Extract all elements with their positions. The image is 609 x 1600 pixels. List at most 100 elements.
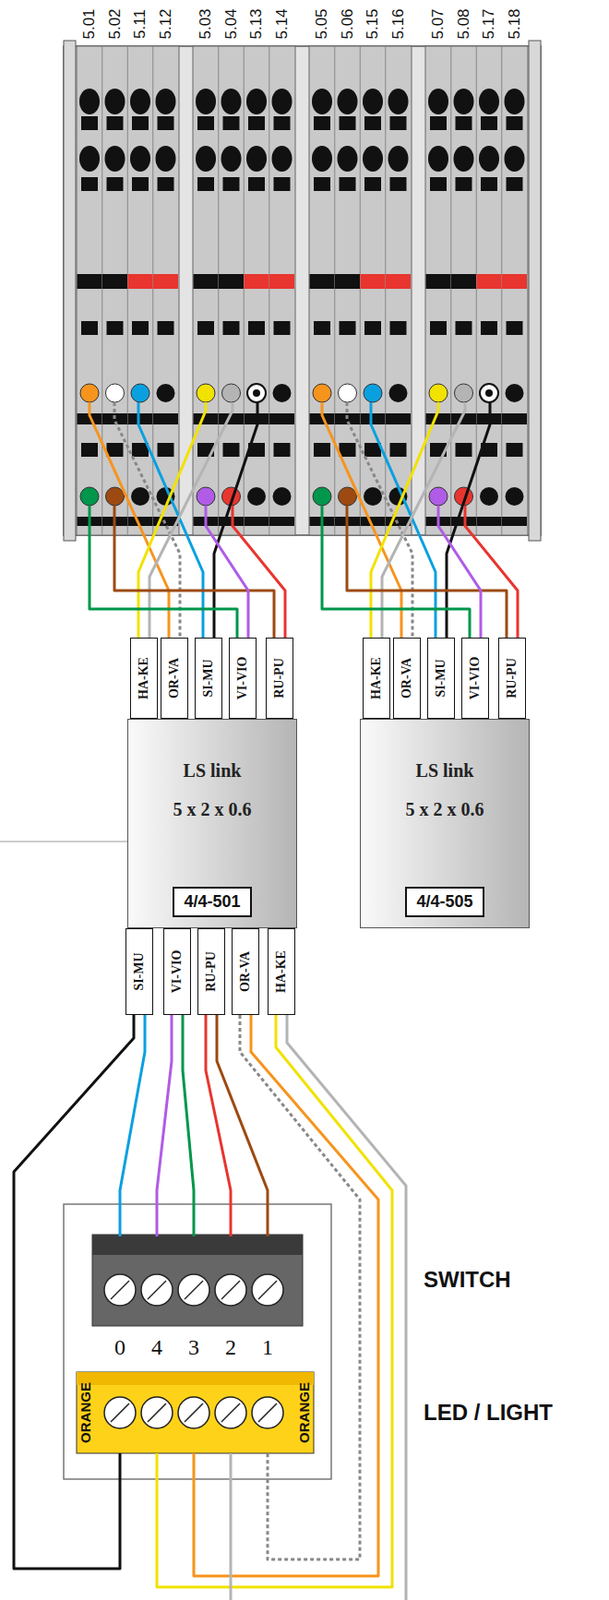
terminal-slot xyxy=(157,442,175,457)
terminal-hole xyxy=(195,145,216,172)
terminal-hole xyxy=(428,145,449,172)
wire-ferrule xyxy=(80,383,99,403)
terminal-number: 0 xyxy=(114,1335,126,1360)
terminal-number: 5.02 xyxy=(106,8,124,39)
wire-pair-code: VI-VIO xyxy=(235,656,251,701)
terminal-screw xyxy=(141,1397,173,1429)
terminal-slot xyxy=(274,177,291,192)
wire-tag: SI-MU xyxy=(125,928,154,1015)
terminal-number: 5.16 xyxy=(389,8,407,39)
wire-ferrule xyxy=(222,383,241,403)
terminal-slot xyxy=(390,321,407,335)
terminal-hole xyxy=(155,145,177,172)
screw-slot xyxy=(110,1280,130,1300)
cable-reference: 4/4-505 xyxy=(416,892,473,911)
wire xyxy=(346,402,413,638)
terminal-hole xyxy=(272,88,293,115)
wire-ferrule xyxy=(454,383,474,403)
terminal-hole xyxy=(221,145,242,172)
terminal-slot xyxy=(223,177,240,192)
marker-bar xyxy=(153,274,179,289)
wire-ferrule xyxy=(196,487,215,506)
wire xyxy=(114,505,275,638)
terminal-slot xyxy=(131,116,149,131)
wire xyxy=(465,505,518,638)
marker-bar xyxy=(269,274,295,289)
wire-ferrule xyxy=(273,487,292,506)
terminal-number: 5.07 xyxy=(429,8,448,39)
screw-slot xyxy=(184,1403,203,1422)
wire-ferrule xyxy=(252,389,261,397)
terminal-number: 5.08 xyxy=(454,8,473,39)
terminal-screw xyxy=(178,1274,210,1306)
terminal-bar xyxy=(501,516,527,526)
wire xyxy=(286,1015,406,1600)
terminal-hole xyxy=(504,88,526,115)
terminal-bar xyxy=(128,413,154,425)
terminal-bar xyxy=(477,516,502,526)
marker-bar xyxy=(360,274,386,289)
terminal-divider xyxy=(217,46,219,536)
terminal-number: 5.05 xyxy=(313,8,332,39)
wire-ferrule xyxy=(312,487,332,506)
terminal-slot xyxy=(390,177,407,192)
terminal-screw xyxy=(251,1397,284,1429)
terminal-slot xyxy=(313,442,331,457)
reference-box: 4/4-501 xyxy=(172,886,251,918)
terminal-hole xyxy=(478,145,500,172)
terminal-slot xyxy=(107,116,124,131)
wire xyxy=(156,1015,393,1588)
plate-outline xyxy=(63,1204,332,1480)
terminal-slot xyxy=(313,116,331,131)
wire-tag: RU-PU xyxy=(265,637,294,719)
part-name: SWITCH xyxy=(423,1267,512,1292)
terminal-slot xyxy=(429,116,447,131)
terminal-hole xyxy=(246,88,267,115)
terminal-slot xyxy=(81,116,98,131)
terminal-hole xyxy=(311,145,333,172)
terminal-hole xyxy=(130,145,151,172)
terminal-slot xyxy=(364,321,382,335)
wire-ferrule xyxy=(505,487,525,506)
reference-box: 4/4-505 xyxy=(405,886,484,918)
wire xyxy=(322,402,402,638)
terminal-hole xyxy=(272,145,293,172)
terminal-slot xyxy=(313,177,331,192)
led-strip xyxy=(76,1372,314,1454)
wire-ferrule xyxy=(505,383,525,403)
terminal-slot xyxy=(157,177,175,192)
terminal-number: 2 xyxy=(225,1335,237,1360)
cable-link-box: LS link5 x 2 x 0.64/4-505 xyxy=(359,718,530,929)
wire xyxy=(114,402,180,638)
wire-ferrule xyxy=(363,383,383,403)
wire-tag: VI-VIO xyxy=(228,637,257,719)
cable-text: 5 x 2 x 0.6 xyxy=(128,799,297,821)
terminal-slot xyxy=(157,321,175,335)
terminal-number: 5.06 xyxy=(338,8,357,39)
wire-ferrule xyxy=(429,487,448,506)
terminal-hole xyxy=(246,145,267,172)
terminal-slot xyxy=(339,442,357,457)
terminal-slot xyxy=(429,321,447,335)
terminal-hole xyxy=(453,88,475,115)
marker-bar xyxy=(128,274,154,289)
terminal-slot xyxy=(223,442,240,457)
terminal-divider xyxy=(359,46,361,536)
wire xyxy=(193,1015,379,1577)
terminal-slot xyxy=(248,321,265,335)
wire xyxy=(382,402,466,638)
terminal-slot xyxy=(131,177,149,192)
wire-pair-code: HA-KE xyxy=(369,656,384,700)
terminal-hole xyxy=(155,88,177,115)
terminal-group xyxy=(309,46,412,536)
terminal-group xyxy=(76,46,180,536)
wire-pair-code: SI-MU xyxy=(201,658,216,697)
terminal-slot xyxy=(313,321,331,335)
terminal-bar xyxy=(360,413,386,425)
marker-bar xyxy=(310,274,335,289)
marker-bar xyxy=(244,274,270,289)
wire xyxy=(438,505,481,638)
terminal-slot xyxy=(131,321,149,335)
wire-ferrule xyxy=(247,383,266,403)
